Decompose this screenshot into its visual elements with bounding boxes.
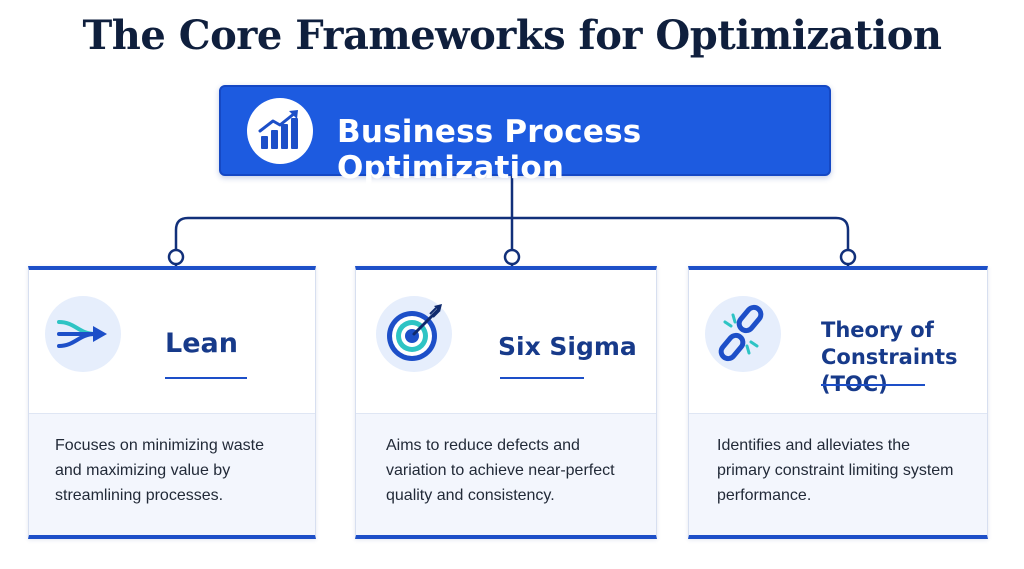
card-description-six-sigma: Aims to reduce defects and variation to … xyxy=(386,437,615,504)
merging-arrows-icon xyxy=(57,320,107,348)
page-title: The Core Frameworks for Optimization xyxy=(82,12,942,59)
toc-icon-badge xyxy=(705,296,781,372)
card-description-panel xyxy=(689,413,987,535)
card-title-toc-line1: Theory of xyxy=(821,318,934,342)
root-node-label: Business Process Optimization xyxy=(337,114,642,186)
card-description-panel xyxy=(29,413,315,535)
card-title-lean: Lean xyxy=(165,328,238,359)
card-description-panel xyxy=(356,413,656,535)
card-title-underline xyxy=(500,377,584,379)
bar-chart-growth-icon xyxy=(258,110,298,149)
root-icon-badge xyxy=(247,98,313,164)
framework-card-six-sigma: Six Sigma Aims to reduce defects and var… xyxy=(355,266,657,539)
framework-card-toc: Theory of Constraints (TOC) Identifies a… xyxy=(688,266,988,539)
card-title-six-sigma: Six Sigma xyxy=(498,332,637,361)
connector-node-lean xyxy=(167,248,185,266)
framework-card-lean: Lean Focuses on minimizing waste and max… xyxy=(28,266,316,539)
card-description-toc: Identifies and alleviates the primary co… xyxy=(717,437,954,504)
target-arrow-icon xyxy=(387,304,442,361)
card-title-toc-line2: Constraints (TOC) xyxy=(821,345,958,396)
connector-node-toc xyxy=(839,248,857,266)
lean-icon-badge xyxy=(45,296,121,372)
card-title-underline xyxy=(165,377,247,379)
card-description-lean: Focuses on minimizing waste and maximizi… xyxy=(55,437,264,504)
root-node-business-process-optimization: Business Process Optimization xyxy=(219,85,831,186)
six-sigma-icon-badge xyxy=(376,296,452,372)
card-title-underline xyxy=(821,384,925,386)
broken-chain-icon xyxy=(718,304,764,362)
connector-node-six-sigma xyxy=(503,248,521,266)
